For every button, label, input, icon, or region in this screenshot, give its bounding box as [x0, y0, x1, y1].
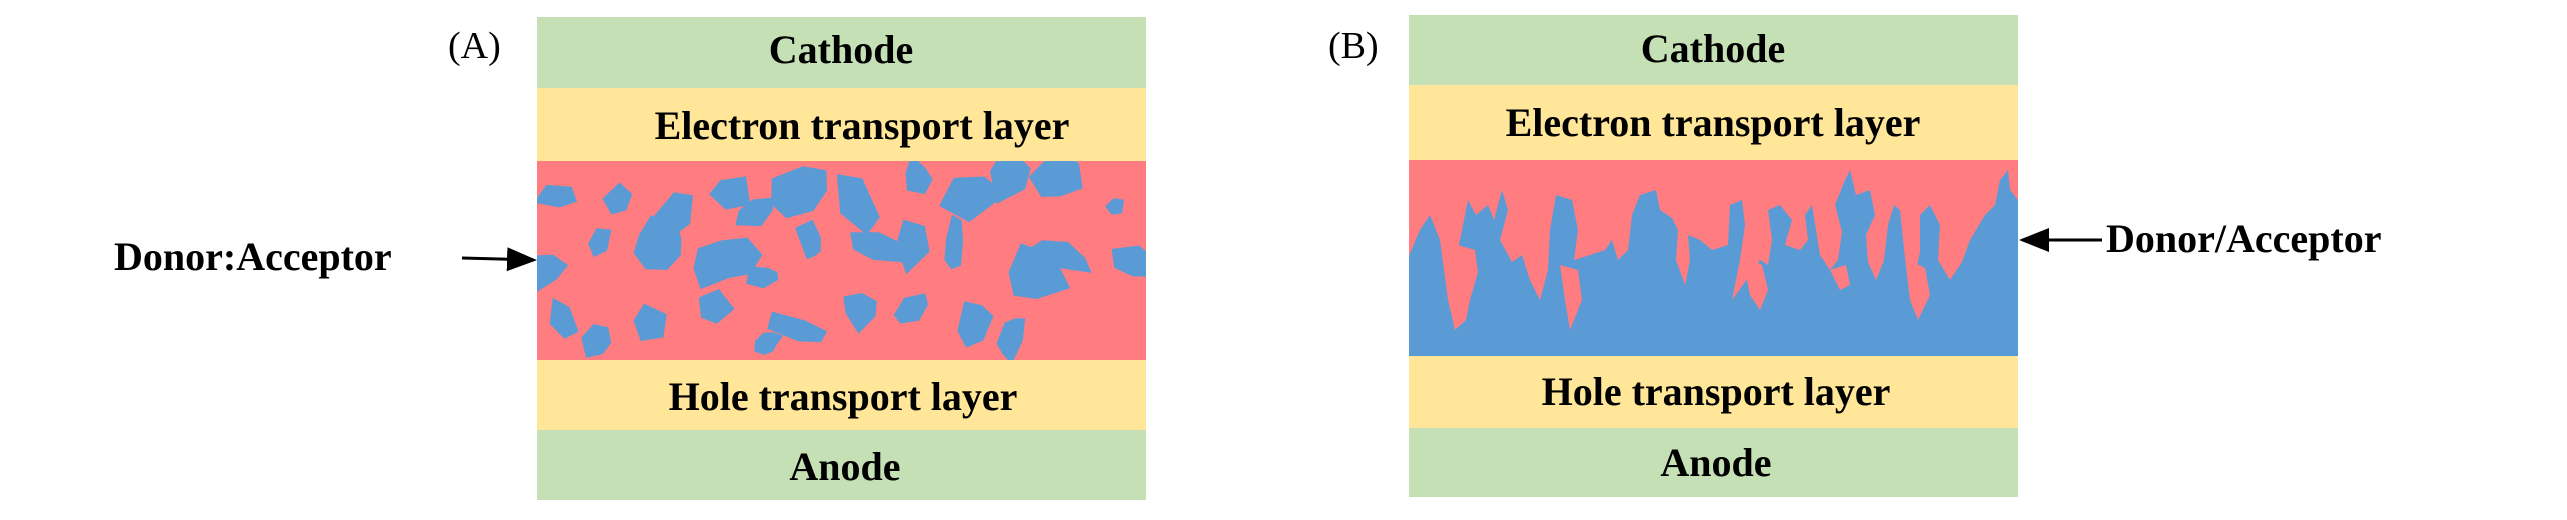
- anode-label: Anode: [1660, 440, 1771, 485]
- acceptor-domain: [588, 228, 612, 258]
- acceptor-domain: [754, 332, 784, 355]
- acceptor-domain: [735, 197, 775, 227]
- acceptor-domain: [1008, 243, 1071, 299]
- acceptor-domain: [693, 237, 763, 290]
- acceptor-domain: [836, 174, 880, 235]
- anode-label: Anode: [789, 444, 900, 489]
- acceptor-domain: [767, 311, 828, 343]
- panel-a-bulk-heterojunction: (A) Cathode Electron transport layer Hol…: [114, 17, 1146, 500]
- htl-label: Hole transport layer: [669, 374, 1018, 419]
- acceptor-domain: [709, 176, 751, 210]
- panel-b-label: (B): [1328, 25, 1379, 67]
- panel-b-bilayer: (B) Cathode Electron transport layer Hol…: [1328, 15, 2381, 497]
- acceptor-domain: [746, 266, 779, 289]
- electron-transport-layer: [1409, 85, 2018, 160]
- acceptor-domain: [896, 219, 930, 275]
- acceptor-domain: [771, 166, 828, 219]
- donor-acceptor-label: Donor/Acceptor: [2106, 216, 2381, 261]
- acceptor-domain: [957, 301, 994, 348]
- acceptor-domain: [990, 161, 1031, 204]
- acceptor-domain: [698, 289, 735, 324]
- acceptor-domain: [633, 303, 667, 341]
- acceptor-domain: [602, 182, 633, 215]
- acceptor-domain: [549, 297, 579, 339]
- hole-transport-layer: [1409, 356, 2018, 428]
- arrow-icon: [461, 247, 537, 272]
- cathode-label: Cathode: [1641, 26, 1785, 71]
- acceptor-domain: [905, 161, 933, 195]
- acceptor-domain: [1029, 240, 1092, 273]
- anode-layer: [1409, 428, 2018, 497]
- acceptor-domain: [1105, 198, 1125, 215]
- donor-acceptor-label: Donor:Acceptor: [114, 234, 392, 279]
- acceptor-domain: [537, 184, 577, 208]
- etl-label: Electron transport layer: [1506, 100, 1921, 145]
- acceptor-domain: [795, 219, 821, 260]
- acceptor-domains: [537, 161, 1146, 360]
- acceptor-domain: [537, 254, 569, 292]
- acceptor-domain: [633, 215, 682, 270]
- htl-label: Hole transport layer: [1542, 369, 1891, 414]
- hole-transport-layer: [537, 360, 1146, 430]
- acceptor-layer: [1409, 170, 2018, 356]
- acceptor-domain: [996, 318, 1026, 360]
- acceptor-domain: [1028, 161, 1083, 197]
- cathode-layer: [1409, 15, 2018, 85]
- acceptor-domain: [843, 293, 877, 334]
- acceptor-domain: [893, 293, 928, 324]
- cathode-label: Cathode: [769, 27, 913, 72]
- acceptor-domain: [850, 232, 904, 263]
- panel-a-label: (A): [448, 25, 501, 67]
- etl-label: Electron transport layer: [655, 103, 1070, 148]
- electron-transport-layer: [537, 88, 1146, 161]
- acceptor-domain: [939, 176, 1006, 223]
- acceptor-domain: [581, 324, 612, 358]
- acceptor-domain: [944, 214, 964, 270]
- anode-layer: [537, 430, 1146, 500]
- cathode-layer: [537, 17, 1146, 88]
- acceptor-domain: [1111, 245, 1146, 277]
